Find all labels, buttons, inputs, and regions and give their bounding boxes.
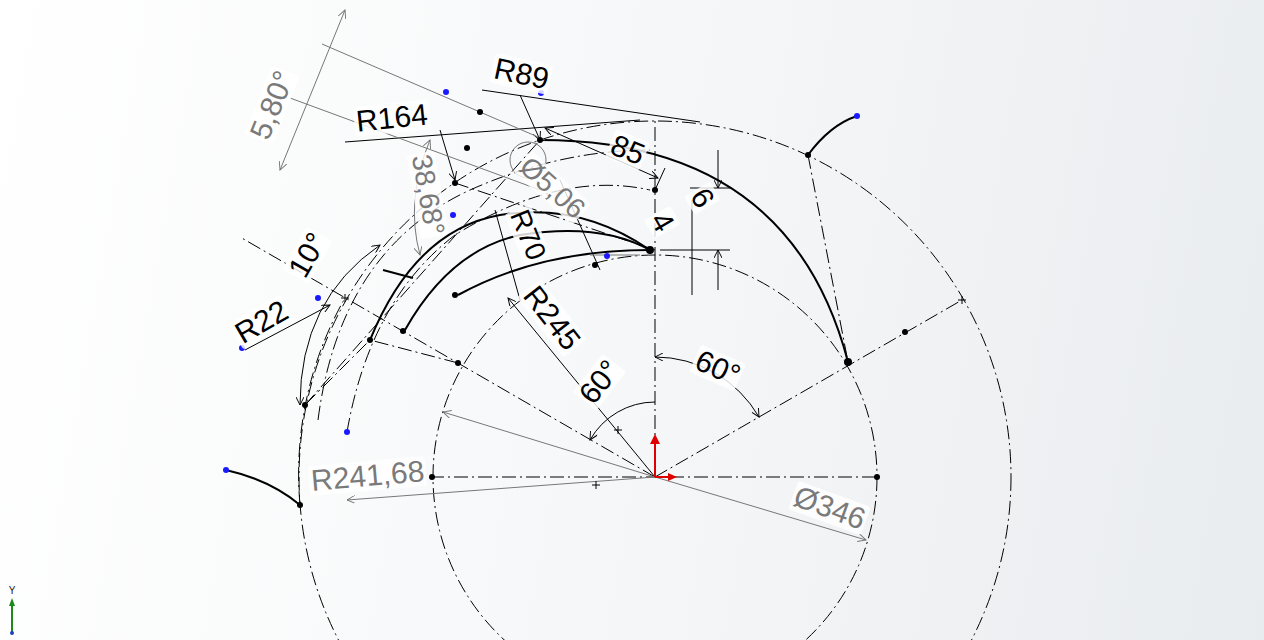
origin-axis xyxy=(654,442,656,477)
sketch-point xyxy=(429,474,435,480)
dimension-line xyxy=(508,298,655,477)
axis-letter: Y xyxy=(7,586,18,596)
profile-arc xyxy=(458,250,650,295)
construction-arc xyxy=(318,150,650,420)
center-mark xyxy=(958,296,966,304)
sketch-point xyxy=(400,328,406,334)
construction-circle xyxy=(299,121,1011,640)
construction-line xyxy=(305,140,540,405)
dimension-label: 85 xyxy=(605,129,651,171)
dimension-label: 38,68° xyxy=(407,151,449,240)
triad-arrow xyxy=(9,598,15,606)
sketch-point xyxy=(452,180,458,186)
endpoint-marker xyxy=(223,467,229,473)
endpoint-marker xyxy=(344,429,350,435)
sketch-point xyxy=(537,137,543,143)
center-mark xyxy=(341,294,349,302)
dimension-line xyxy=(718,150,719,188)
origin-axis xyxy=(655,476,670,478)
dimension-line xyxy=(482,90,700,122)
angle-dimension xyxy=(590,402,655,440)
sketch-point xyxy=(902,329,908,335)
extension-line xyxy=(590,255,640,256)
sketch-point xyxy=(464,145,470,151)
view-triad xyxy=(9,598,15,635)
extension-line xyxy=(692,200,693,295)
sketch-point xyxy=(652,187,658,193)
dimension-label: 5,80° xyxy=(244,65,300,145)
center-mark xyxy=(592,481,600,489)
construction-line xyxy=(655,300,962,477)
dimension-label: R241,68 xyxy=(308,456,428,496)
dimension-line xyxy=(545,128,658,178)
construction-line xyxy=(305,340,458,405)
dimension-label: 10° xyxy=(283,226,334,284)
triad-axis xyxy=(11,604,13,632)
triad-origin xyxy=(10,631,14,635)
dimension-label: R245 xyxy=(517,279,587,357)
origin-arrow xyxy=(668,473,677,481)
construction-line xyxy=(808,155,848,362)
sketch-point xyxy=(646,246,654,254)
endpoint-marker xyxy=(450,212,456,218)
profile-curve xyxy=(226,470,300,505)
sketch-point xyxy=(844,358,852,366)
extension-line xyxy=(660,250,730,251)
origin-symbol xyxy=(650,434,677,481)
dimension-line xyxy=(440,130,455,180)
profile-curve xyxy=(808,116,857,155)
construction-circle xyxy=(433,255,877,640)
sketch-point xyxy=(874,474,880,480)
sketch-point xyxy=(297,502,303,508)
profile-arc xyxy=(370,212,650,340)
profile-arc xyxy=(540,140,848,362)
endpoint-marker xyxy=(604,253,610,259)
dimension-label: Ø346 xyxy=(789,481,872,536)
endpoint-marker xyxy=(315,295,321,301)
dimension-label: R22 xyxy=(229,294,295,350)
center-mark xyxy=(614,426,622,434)
sketch-point xyxy=(592,262,598,268)
dimension-label: 60° xyxy=(689,344,746,391)
sketch-point xyxy=(302,402,308,408)
sketch-point xyxy=(455,360,461,366)
sketch-point xyxy=(367,337,373,343)
dimension-label: R89 xyxy=(490,53,554,95)
sketch-point xyxy=(477,109,483,115)
endpoint-marker xyxy=(443,89,449,95)
construction-arc xyxy=(347,185,650,432)
dimension-label: 6 xyxy=(684,182,720,215)
extension-line xyxy=(655,168,665,190)
dimension-label: R70 xyxy=(505,204,552,266)
profile-line xyxy=(383,270,413,278)
centerline xyxy=(655,120,656,477)
endpoint-marker xyxy=(854,113,860,119)
origin-arrow xyxy=(650,434,660,444)
dimension-line xyxy=(443,412,655,477)
dimension-label: 60° xyxy=(573,353,627,410)
dimension-line xyxy=(718,250,719,290)
sketch-point xyxy=(805,152,811,158)
sketch-point xyxy=(452,292,458,298)
dimension-label: R164 xyxy=(353,99,431,137)
dimension-label: 4 xyxy=(644,206,680,239)
